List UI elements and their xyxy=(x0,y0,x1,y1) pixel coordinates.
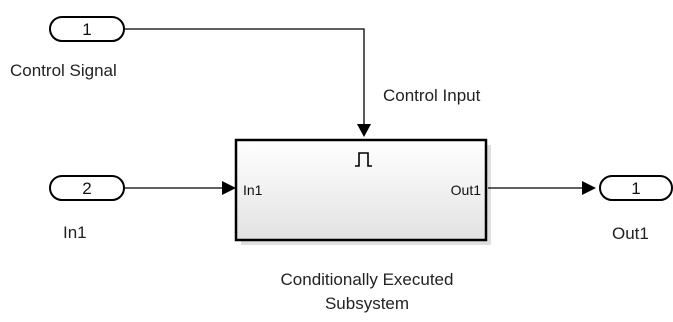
subsystem-input-port-label: In1 xyxy=(243,182,263,198)
inport-in1-number: 2 xyxy=(82,179,91,198)
outport-out1-label: Out1 xyxy=(612,224,649,243)
inport-control-signal-number: 1 xyxy=(82,20,91,39)
output-signal-line[interactable] xyxy=(488,181,596,195)
control-line-arrowhead xyxy=(357,124,371,137)
subsystem-caption-line1: Conditionally Executed xyxy=(281,270,454,289)
trigger-port-icon xyxy=(355,152,372,167)
control-signal-line[interactable] xyxy=(124,28,371,137)
input-line-arrowhead xyxy=(222,181,236,195)
inport-control-signal[interactable]: 1 xyxy=(49,16,125,42)
subsystem-output-port-label: Out1 xyxy=(451,182,482,198)
subsystem-caption-line2: Subsystem xyxy=(325,294,409,313)
output-line-arrowhead xyxy=(582,181,596,195)
input-signal-line[interactable] xyxy=(124,181,236,195)
control-input-label: Control Input xyxy=(383,86,481,105)
outport-out1-number: 1 xyxy=(631,179,640,198)
inport-in1[interactable]: 2 xyxy=(49,175,125,201)
inport-control-signal-label: Control Signal xyxy=(10,61,117,80)
outport-out1[interactable]: 1 xyxy=(599,175,673,201)
inport-in1-label: In1 xyxy=(63,223,87,242)
conditionally-executed-subsystem-block[interactable]: In1 Out1 xyxy=(234,138,491,245)
